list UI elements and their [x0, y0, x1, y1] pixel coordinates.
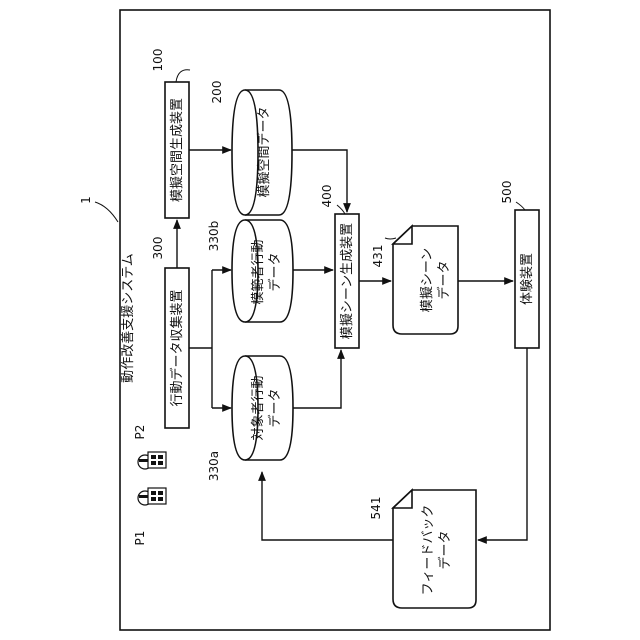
space-gen-device-ref: 100 [151, 49, 165, 72]
scene-gen-device-label: 模擬シーン生成装置 [339, 223, 355, 339]
person-p2-label: P2 [133, 425, 147, 440]
feedback-data-label-2: データ [437, 530, 453, 569]
person-p1-label: P1 [133, 531, 147, 546]
scene-data-label-2: データ [436, 260, 452, 299]
experience-device-label: 体験装置 [520, 253, 535, 305]
system-ref: 1 [79, 196, 93, 204]
scene-data-label-1: 模擬シーン [419, 248, 435, 312]
target-action-label-2: データ [267, 388, 283, 427]
feedback-data-label-1: フィードバック [421, 505, 436, 596]
person-p1-icon [138, 488, 166, 505]
feedback-data-ref: 541 [369, 497, 383, 520]
action-collect-device-ref: 300 [151, 237, 165, 260]
scene-data-ref: 431 [371, 245, 385, 268]
model-action-label-1: 模範者行動 [251, 239, 266, 304]
person-p2-icon [138, 452, 166, 469]
space-data-label: 模擬空間データ [256, 106, 272, 197]
target-action-label-1: 対象者行動 [251, 375, 266, 440]
target-action-ref: 330a [207, 451, 221, 481]
model-action-label-2: データ [267, 252, 283, 291]
system-label: 動作改善支援システム [120, 253, 136, 383]
model-action-ref: 330b [207, 221, 221, 252]
scene-gen-device-ref: 400 [320, 185, 334, 208]
action-collect-device-label: 行動データ収集装置 [169, 289, 185, 406]
space-gen-device-label: 模擬空間生成装置 [169, 98, 185, 202]
experience-device-ref: 500 [500, 181, 514, 204]
space-data-ref: 200 [210, 81, 224, 104]
